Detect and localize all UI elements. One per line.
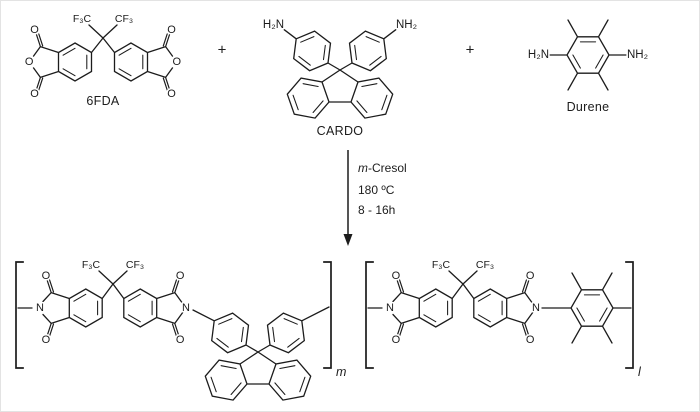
oxygen-atom-label: O: [173, 56, 182, 68]
bond-skeleton: [283, 29, 397, 119]
oxygen-atom-label: O: [176, 334, 185, 346]
bracket-right: [625, 261, 634, 369]
solvent-prefix: m: [358, 161, 368, 175]
aromatic-inner-bonds: [292, 36, 388, 114]
amine-right-label: NH₂: [627, 49, 648, 61]
bracket-left: [15, 261, 24, 369]
condition-temperature: 180 ºC: [358, 183, 395, 197]
oxygen-atom-label: O: [42, 270, 51, 282]
cf3-right-label: CF₃: [476, 259, 494, 271]
cf3-left-label: F₃C: [73, 13, 92, 25]
condition-time: 8 - 16h: [358, 203, 395, 217]
amine-left-label: H₂N: [263, 19, 284, 31]
oxygen-atom-label: O: [42, 334, 51, 346]
nitrogen-atom-label: N: [532, 302, 540, 314]
bracket-right: [323, 261, 332, 369]
product-block-durene: N N O O O O F₃C CF₃ l: [365, 258, 644, 381]
repeat-subscript-l: l: [638, 365, 642, 379]
cf3-right-label: CF₃: [115, 13, 133, 25]
bracket-left: [365, 261, 374, 369]
cf3-left-label: F₃C: [432, 259, 451, 271]
bond-skeleton: [549, 19, 627, 91]
amine-right-label: NH₂: [396, 19, 417, 31]
bond-skeleton: [367, 270, 632, 344]
reaction-conditions: m-Cresol 180 ºC 8 - 16h: [343, 150, 408, 246]
oxygen-atom-label: O: [526, 270, 535, 282]
structure-cardo: H₂N NH₂ CARDO: [261, 18, 418, 140]
oxygen-atom-label: O: [167, 88, 176, 100]
oxygen-atom-label: O: [392, 270, 401, 282]
oxygen-atom-label: O: [526, 334, 535, 346]
oxygen-atom-label: O: [167, 24, 176, 36]
aromatic-inner-bonds: [73, 293, 306, 396]
plus-sign-1: +: [218, 42, 227, 59]
oxygen-atom-label: O: [30, 88, 39, 100]
cf3-left-label: F₃C: [82, 259, 101, 271]
aromatic-inner-bonds: [62, 47, 144, 77]
reaction-arrowhead: [343, 234, 353, 246]
oxygen-atom-label: O: [392, 334, 401, 346]
cf3-right-label: CF₃: [126, 259, 144, 271]
plus-sign-2: +: [466, 42, 475, 59]
aromatic-inner-bonds: [423, 293, 608, 323]
nitrogen-atom-label: N: [182, 302, 190, 314]
amine-left-label: H₂N: [528, 49, 549, 61]
oxygen-atom-label: O: [176, 270, 185, 282]
nitrogen-atom-label: N: [36, 302, 44, 314]
structure-6fda: F₃C CF₃ O O O O O O 6FDA: [23, 12, 183, 110]
solvent-suffix: -Cresol: [368, 161, 407, 175]
oxygen-atom-label: O: [30, 24, 39, 36]
condition-solvent: m-Cresol: [358, 161, 407, 175]
nitrogen-atom-label: N: [386, 302, 394, 314]
carbonyl-double-bonds: [35, 33, 171, 91]
bond-skeleton: [32, 24, 174, 82]
structure-label-6fda: 6FDA: [86, 94, 120, 108]
repeat-subscript-m: m: [336, 365, 346, 379]
structure-label-durene: Durene: [567, 100, 610, 114]
aromatic-inner-bonds: [572, 41, 604, 69]
product-block-cardo: N N O O O O F₃C CF₃ m: [15, 258, 348, 401]
oxygen-atom-label: O: [25, 56, 34, 68]
structure-durene: H₂N NH₂ Durene: [526, 19, 650, 116]
carbonyl-double-bonds: [46, 279, 180, 337]
structure-label-cardo: CARDO: [317, 124, 364, 138]
carbonyl-double-bonds: [396, 279, 530, 337]
